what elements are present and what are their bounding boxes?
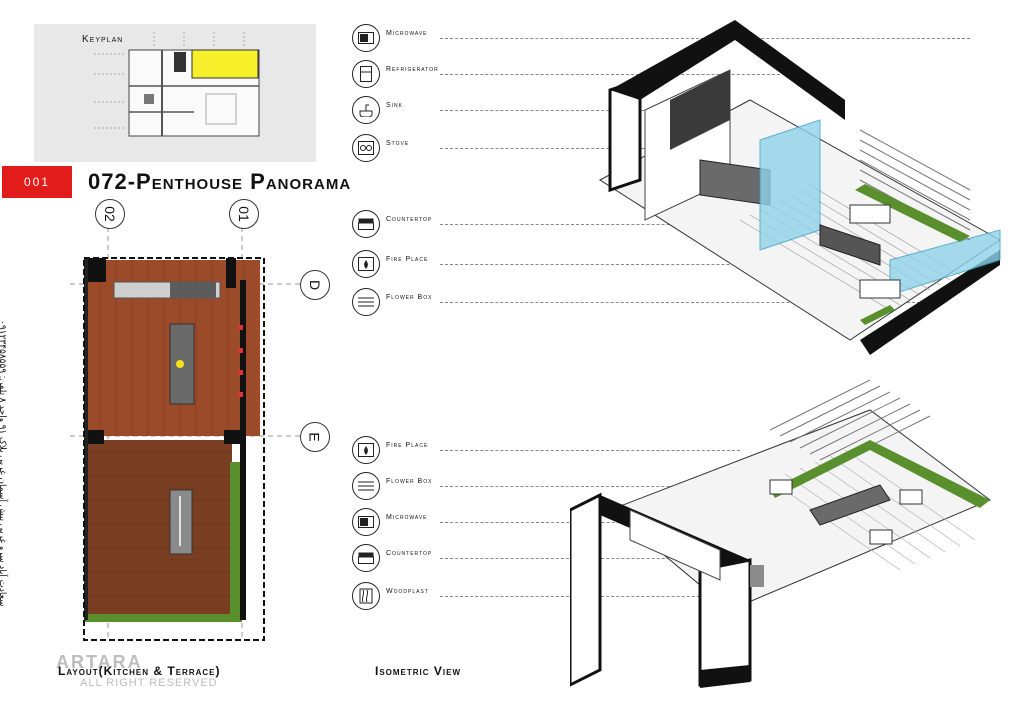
legend-top-flower-box: Flower Box (352, 288, 432, 316)
leader-flower-box (440, 302, 920, 303)
keyplan-panel: Keyplan (34, 24, 316, 162)
leader-b-fireplace (440, 450, 740, 451)
watermark-rights: ALL RIGHT RESERVED (80, 677, 218, 689)
floor-plan (70, 200, 310, 641)
legend-top-fireplace: Fire Place (352, 250, 428, 278)
keyplan-title: Keyplan (82, 34, 124, 45)
project-code-badge: 001 (2, 166, 72, 198)
leader-fireplace (440, 264, 820, 265)
keyplan-drawing (94, 32, 260, 137)
countertop-icon (352, 210, 380, 238)
legend-bottom-flower-box: Flower Box (352, 472, 432, 500)
microwave-icon (352, 24, 380, 52)
terrace-fireplace (169, 489, 193, 555)
axis-bubble-02: 02 (95, 199, 125, 229)
keyplan-highlight (191, 49, 259, 79)
woodplast-icon (352, 582, 380, 610)
isometric-view-bottom (570, 379, 991, 688)
fireplace-icon (352, 250, 380, 278)
leader-b-flower-box (440, 486, 770, 487)
terrace-deck (84, 440, 232, 616)
leader-b-microwave (440, 522, 640, 523)
legend-bottom-woodplast: Woodplast (352, 582, 429, 610)
legend-bottom-fireplace: Fire Place (352, 436, 428, 464)
address-vertical: سعادت آباد سرو غربی نبش آسمان غربی پلاک … (0, 320, 8, 607)
iso-caption: Isometric View (375, 664, 462, 678)
leader-countertop (440, 224, 720, 225)
axis-bubble-01: 01 (229, 199, 259, 229)
flower-box-icon (352, 472, 380, 500)
leader-refrigerator (440, 74, 780, 75)
flower-box-icon (352, 288, 380, 316)
legend-bottom-microwave: Microwave (352, 508, 428, 536)
legend-top-stove: Stove (352, 134, 409, 162)
plan-caption: Layout(Kitchen & Terrace) (58, 664, 221, 678)
leader-sink (440, 110, 740, 111)
fireplace-icon (352, 436, 380, 464)
stove-icon (352, 134, 380, 162)
legend-bottom-countertop: Countertop (352, 544, 432, 572)
isometric-view-top (599, 20, 1001, 355)
microwave-icon (352, 508, 380, 536)
plan-boundary (83, 257, 265, 641)
leader-stove (440, 148, 700, 149)
watermark-brand: ARTARA (56, 652, 143, 672)
legend-top-countertop: Countertop (352, 210, 432, 238)
refrigerator-icon (352, 60, 380, 88)
countertop-icon (352, 544, 380, 572)
legend-top-refrigerator: Refrigerator (352, 60, 439, 88)
flower-box-strip (230, 462, 242, 618)
axis-bubble-e: E (300, 422, 330, 452)
legend-top-sink: Sink (352, 96, 403, 124)
flower-box-bottom (84, 614, 242, 622)
legend-top-microwave: Microwave (352, 24, 428, 52)
project-title: 072-Penthouse Panorama (88, 169, 352, 194)
axis-bubble-d: D (300, 270, 330, 300)
iso-bottom-floor (609, 409, 991, 611)
sink-icon (352, 96, 380, 124)
